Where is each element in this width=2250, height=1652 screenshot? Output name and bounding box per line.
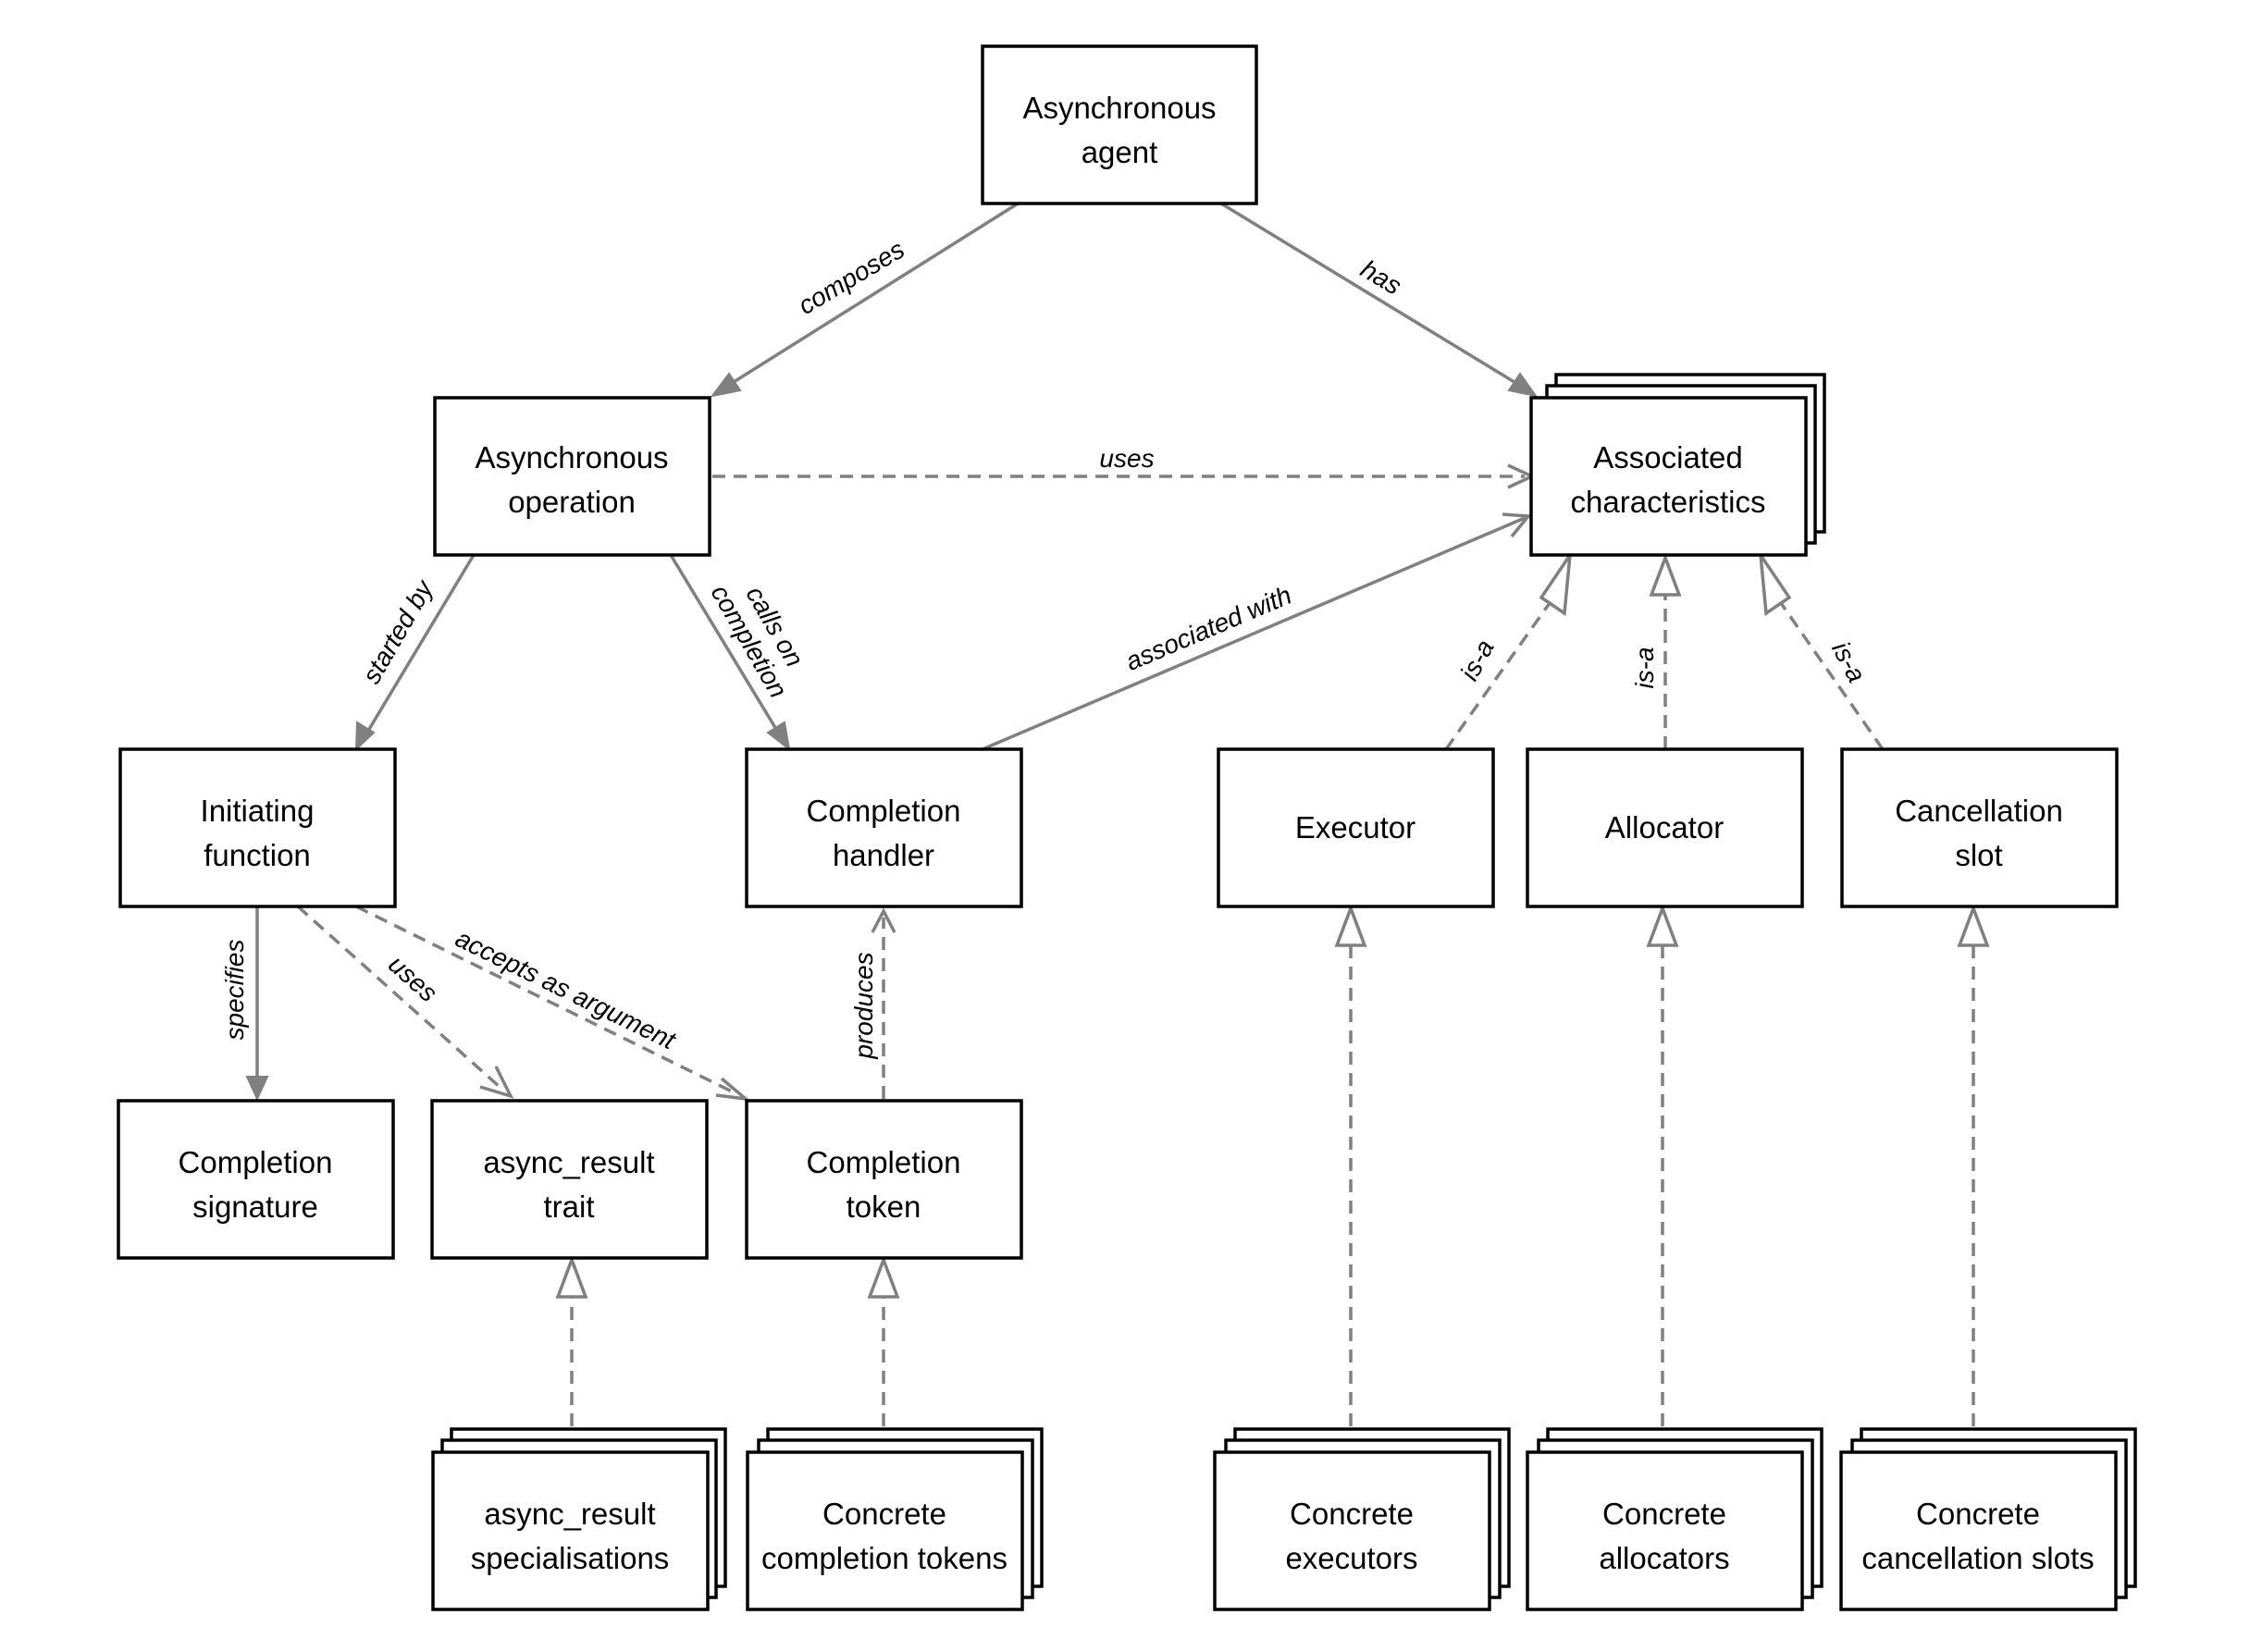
node-initiating-function-line1: Initiating: [201, 794, 315, 828]
node-async-result-specialisations-line1: async_result: [484, 1497, 655, 1531]
node-completion-handler-line1: Completion: [807, 794, 961, 828]
node-asynchronous-agent-line2: agent: [1082, 135, 1158, 169]
node-completion-handler-line2: handler: [833, 838, 934, 872]
node-allocator-line1: Allocator: [1605, 810, 1724, 844]
node-executor: Executor: [1217, 747, 1495, 908]
node-async-result-trait: async_result trait: [430, 1099, 709, 1260]
node-completion-token-line1: Completion: [807, 1145, 961, 1179]
edge-has: [1216, 199, 1539, 398]
node-completion-signature-line1: Completion: [179, 1145, 333, 1179]
label-produces: produces: [849, 952, 878, 1059]
node-executor-line1: Executor: [1295, 810, 1416, 844]
node-concrete-executors: Concrete executors: [1213, 1427, 1511, 1611]
node-asynchronous-operation-line2: operation: [508, 485, 636, 519]
label-isa-executor: is-a: [1454, 635, 1500, 684]
edge-uses-async-result: [296, 905, 514, 1099]
node-completion-token: Completion token: [745, 1099, 1023, 1260]
node-concrete-executors-line1: Concrete: [1290, 1497, 1414, 1531]
edge-associated-with: [982, 512, 1532, 751]
edge-isa-allocator: [1649, 553, 1682, 749]
node-asynchronous-operation: Asynchronous operation: [433, 396, 711, 557]
node-associated-characteristics-line2: characteristics: [1571, 485, 1766, 519]
node-asynchronous-agent: Asynchronous agent: [981, 44, 1258, 205]
node-concrete-allocators: Concrete allocators: [1526, 1427, 1823, 1611]
node-concrete-executors-line2: executors: [1285, 1541, 1417, 1575]
node-asynchronous-agent-line1: Asynchronous: [1022, 91, 1216, 125]
label-uses-async-result: uses: [383, 950, 443, 1008]
label-specifies: specifies: [220, 940, 249, 1041]
node-concrete-completion-tokens: Concrete completion tokens: [746, 1427, 1044, 1611]
label-uses-characteristics: uses: [1099, 444, 1154, 473]
node-concrete-cancellation-slots: Concrete cancellation slots: [1839, 1427, 2137, 1611]
edge-isa-cancellation: [1759, 554, 1885, 750]
node-initiating-function: Initiating function: [118, 747, 397, 908]
edge-composes: [710, 199, 1023, 398]
label-isa-allocator: is-a: [1630, 647, 1659, 688]
node-allocator: Allocator: [1526, 747, 1804, 908]
node-completion-token-line2: token: [847, 1190, 921, 1224]
node-async-result-trait-line1: async_result: [483, 1145, 654, 1179]
node-cancellation-slot: Cancellation slot: [1840, 747, 2119, 908]
node-initiating-function-line2: function: [204, 838, 311, 872]
node-concrete-cancellation-slots-line2: cancellation slots: [1861, 1541, 2094, 1575]
node-cancellation-slot-line1: Cancellation: [1895, 794, 2063, 828]
label-calls-on-completion: calls on completion: [706, 580, 810, 703]
node-concrete-completion-tokens-line1: Concrete: [822, 1497, 946, 1531]
node-associated-characteristics-line1: Associated: [1593, 440, 1742, 475]
node-associated-characteristics: Associated characteristics: [1529, 373, 1826, 557]
node-async-result-specialisations-line2: specialisations: [471, 1541, 670, 1575]
edge-concrete-executors-isa: [1334, 904, 1367, 1448]
edge-concrete-tokens-isa: [867, 1255, 900, 1448]
node-cancellation-slot-line2: slot: [1955, 838, 2002, 872]
node-completion-handler: Completion handler: [745, 747, 1023, 908]
label-has: has: [1356, 254, 1407, 301]
node-async-result-specialisations: async_result specialisations: [431, 1427, 727, 1611]
edge-isa-executor: [1444, 554, 1572, 751]
label-accepts-as-argument: accepts as argument: [451, 924, 681, 1055]
node-asynchronous-operation-line1: Asynchronous: [475, 440, 668, 475]
node-concrete-completion-tokens-line2: completion tokens: [761, 1541, 1008, 1575]
edge-concrete-allocators-isa: [1646, 904, 1679, 1448]
node-completion-signature: Completion signature: [117, 1099, 395, 1260]
edge-concrete-slots-isa: [1957, 904, 1990, 1448]
node-async-result-trait-line2: trait: [543, 1190, 594, 1224]
edge-calls-on-completion: [669, 554, 791, 752]
edge-produces: [871, 907, 896, 1099]
node-concrete-allocators-line2: allocators: [1599, 1541, 1729, 1575]
node-concrete-allocators-line1: Concrete: [1602, 1497, 1726, 1531]
edge-accepts-as-argument: [355, 905, 751, 1102]
node-completion-signature-line2: signature: [192, 1190, 318, 1224]
node-concrete-cancellation-slots-line1: Concrete: [1916, 1497, 2040, 1531]
edge-specifies: [245, 906, 269, 1102]
edge-started-by: [354, 554, 476, 752]
edge-specialisations-isa: [555, 1255, 588, 1448]
